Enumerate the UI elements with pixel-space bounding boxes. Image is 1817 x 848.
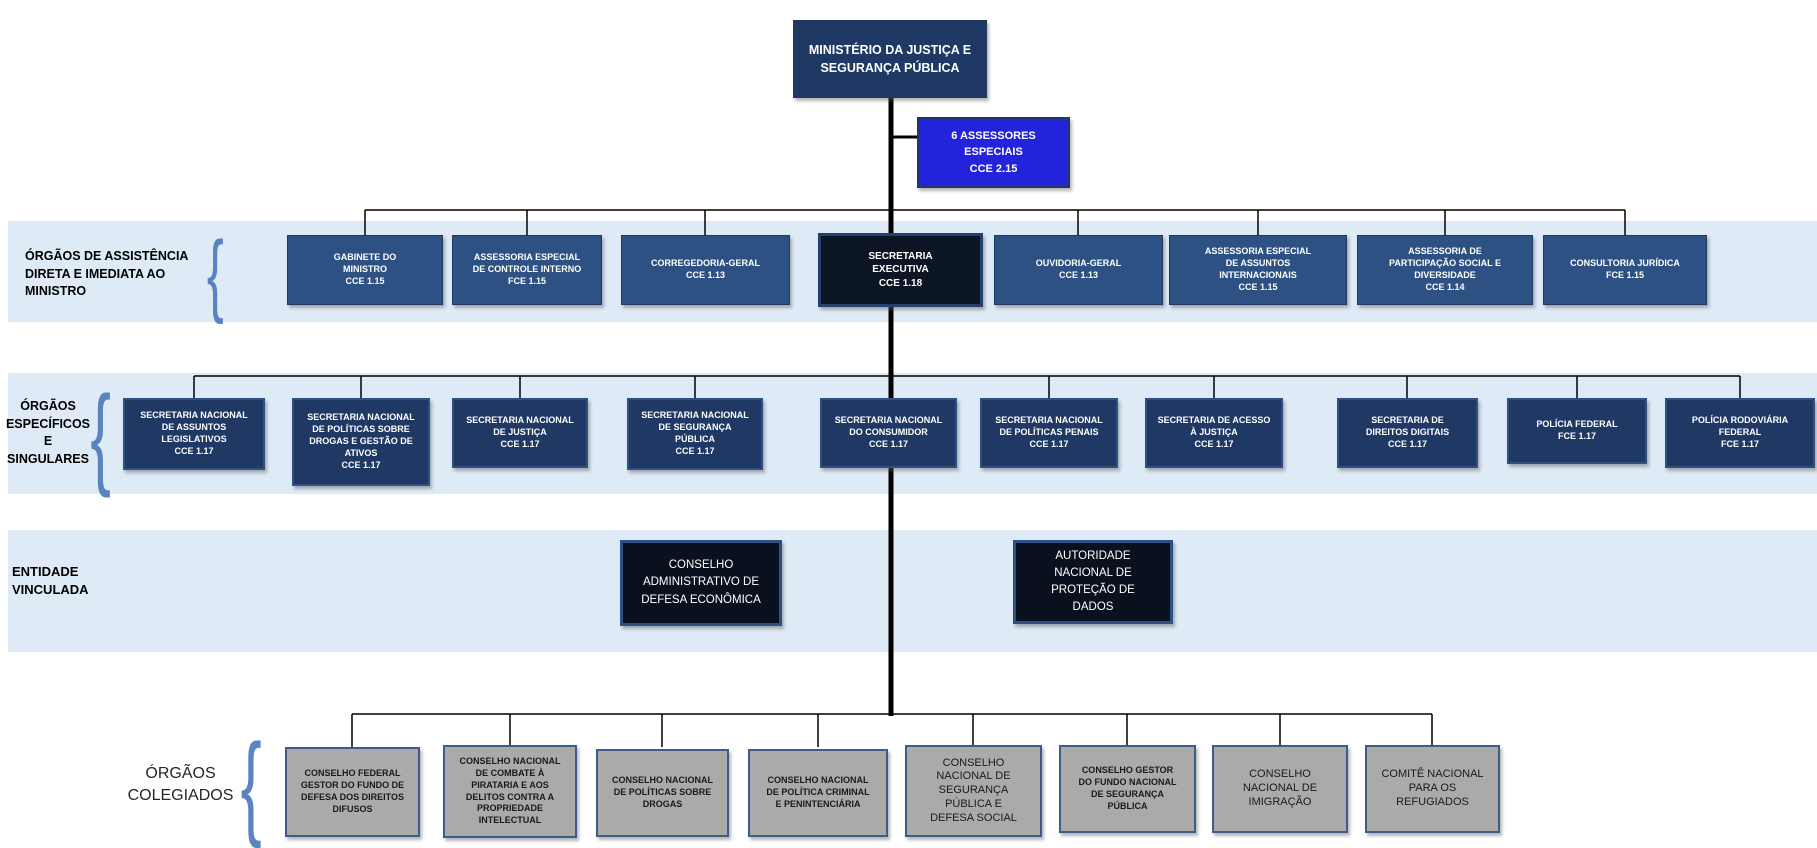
org-node-policia-federal: POLÍCIA FEDERAL FCE 1.17 <box>1507 398 1647 464</box>
org-node-assuntos-legislativos: SECRETARIA NACIONAL DE ASSUNTOS LEGISLAT… <box>123 398 265 470</box>
org-node-assessores-especiais: 6 ASSESSORES ESPECIAIS CCE 2.15 <box>917 117 1070 188</box>
section-label-orgaos-colegiados: ÓRGÃOS COLEGIADOS <box>127 765 234 804</box>
org-node-politica-criminal: CONSELHO NACIONAL DE POLÍTICA CRIMINAL E… <box>748 749 888 837</box>
org-node-consumidor: SECRETARIA NACIONAL DO CONSUMIDOR CCE 1.… <box>820 398 957 468</box>
org-node-fundo-direitos-difusos: CONSELHO FEDERAL GESTOR DO FUNDO DE DEFE… <box>285 747 420 837</box>
org-node-controle-interno: ASSESSORIA ESPECIAL DE CONTROLE INTERNO … <box>452 235 602 305</box>
org-node-gabinete-do-ministro: GABINETE DO MINISTRO CCE 1.15 <box>287 235 443 305</box>
org-node-direitos-digitais: SECRETARIA DE DIREITOS DIGITAIS CCE 1.17 <box>1337 398 1478 468</box>
org-node-seguranca-defesa-social: CONSELHO NACIONAL DE SEGURANÇA PÚBLICA E… <box>905 745 1042 837</box>
org-node-consultoria-juridica: CONSULTORIA JURÍDICA FCE 1.15 <box>1543 235 1707 305</box>
org-node-politicas-sobre-drogas: SECRETARIA NACIONAL DE POLÍTICAS SOBRE D… <box>292 398 430 486</box>
org-node-ouvidoria-geral: OUVIDORIA-GERAL CCE 1.13 <box>994 235 1163 305</box>
org-node-politicas-penais: SECRETARIA NACIONAL DE POLÍTICAS PENAIS … <box>980 398 1118 468</box>
org-node-participacao-social: ASSESSORIA DE PARTICIPAÇÃO SOCIAL E DIVE… <box>1357 235 1533 305</box>
org-node-secretaria-justica: SECRETARIA NACIONAL DE JUSTIÇA CCE 1.17 <box>452 398 588 468</box>
org-node-assuntos-internacionais: ASSESSORIA ESPECIAL DE ASSUNTOS INTERNAC… <box>1169 235 1347 305</box>
org-node-secretaria-executiva: SECRETARIA EXECUTIVA CCE 1.18 <box>818 233 983 307</box>
org-node-cade: CONSELHO ADMINISTRATIVO DE DEFESA ECONÔM… <box>620 540 782 626</box>
org-node-comite-refugiados: COMITÊ NACIONAL PARA OS REFUGIADOS <box>1365 745 1500 833</box>
org-node-seguranca-publica: SECRETARIA NACIONAL DE SEGURANÇA PÚBLICA… <box>627 398 763 470</box>
org-node-conad: CONSELHO NACIONAL DE POLÍTICAS SOBRE DRO… <box>596 749 729 837</box>
org-node-corregedoria-geral: CORREGEDORIA-GERAL CCE 1.13 <box>621 235 790 305</box>
section-label-entidade-vinculada: ENTIDADE VINCULADA <box>12 564 89 598</box>
band-entidade-vinculada <box>8 530 1817 652</box>
section-label-orgaos-especificos: ÓRGÃOS ESPECÍFICOS E SINGULARES <box>5 399 91 466</box>
org-node-acesso-a-justica: SECRETARIA DE ACESSO À JUSTIÇA CCE 1.17 <box>1145 398 1283 468</box>
brace-especificos: { <box>90 373 111 498</box>
org-node-policia-rodoviaria: POLÍCIA RODOVIÁRIA FEDERAL FCE 1.17 <box>1665 398 1815 468</box>
brace-assistencia: { <box>206 223 224 325</box>
section-label-assistencia-direta: ÓRGÃOS DE ASSISTÊNCIA DIRETA E IMEDIATA … <box>25 249 189 298</box>
org-node-combate-pirataria: CONSELHO NACIONAL DE COMBATE À PIRATARIA… <box>443 745 577 838</box>
brace-colegiados: { <box>240 721 262 848</box>
org-node-conselho-imigracao: CONSELHO NACIONAL DE IMIGRAÇÃO <box>1212 745 1348 833</box>
org-node-fundo-seguranca-publica: CONSELHO GESTOR DO FUNDO NACIONAL DE SEG… <box>1059 745 1196 833</box>
org-node-anpd: AUTORIDADE NACIONAL DE PROTEÇÃO DE DADOS <box>1013 540 1173 624</box>
org-node-ministerio: MINISTÉRIO DA JUSTIÇA E SEGURANÇA PÚBLIC… <box>793 20 987 98</box>
